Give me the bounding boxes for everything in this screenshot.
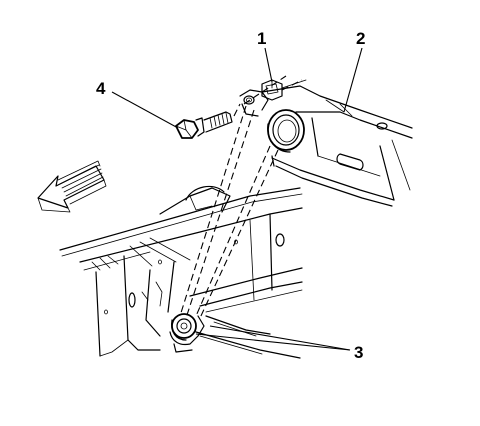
alignment-lines bbox=[179, 75, 303, 319]
frame-rail bbox=[59, 185, 303, 359]
callout-1: 1 bbox=[257, 29, 266, 48]
callout-leaders bbox=[111, 47, 363, 351]
front-direction-arrow-icon bbox=[37, 160, 107, 213]
bushing bbox=[169, 313, 205, 353]
leader-2 bbox=[343, 47, 363, 113]
callout-3: 3 bbox=[354, 343, 363, 362]
leader-1 bbox=[264, 47, 273, 83]
leader-3b bbox=[209, 325, 351, 351]
leader-3a bbox=[195, 333, 351, 351]
control-arm bbox=[239, 79, 413, 207]
callout-4: 4 bbox=[96, 79, 106, 98]
callout-2: 2 bbox=[356, 29, 365, 48]
bolt bbox=[175, 111, 233, 139]
leader-4 bbox=[111, 91, 179, 129]
